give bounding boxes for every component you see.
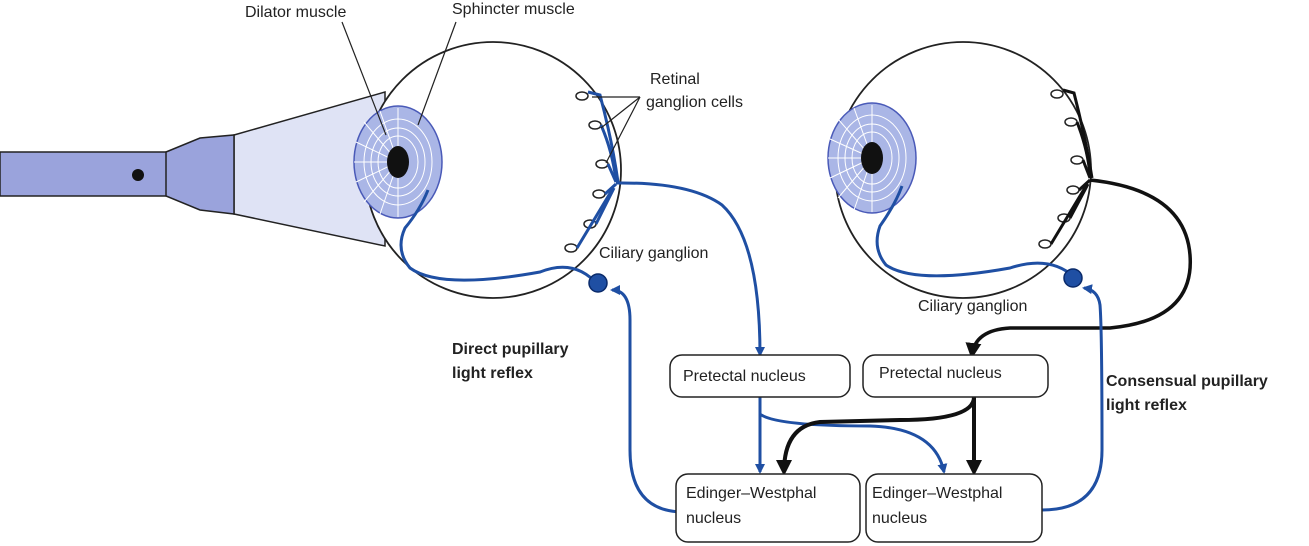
retinal-ganglion-label-2: ganglion cells [646, 94, 743, 111]
right-eye [827, 41, 1092, 299]
left-ew-nucleus-box [675, 473, 861, 543]
right-efferent-postganglionic [875, 185, 1076, 279]
left-pretectal-to-right-ew [759, 412, 948, 474]
left-ciliary-ganglion [588, 273, 608, 293]
right-iris-fibers [828, 105, 907, 212]
consensual-reflex-label-1: Consensual pupillary [1106, 373, 1268, 390]
leader-lines [341, 21, 641, 164]
retinal-ganglion-label-1: Retinal [650, 71, 700, 88]
consensual-reflex-label-2: light reflex [1106, 397, 1187, 414]
left-pupil [387, 146, 409, 178]
right-pupil [861, 142, 883, 174]
left-pretectal-label: Pretectal nucleus [683, 368, 806, 385]
left-efferent-postganglionic [399, 189, 600, 286]
right-pretectal-label: Pretectal nucleus [879, 365, 1002, 382]
flashlight-head [165, 134, 235, 215]
ciliary-ganglion-right-label: Ciliary ganglion [918, 298, 1027, 315]
right-ew-nucleus-box [865, 473, 1043, 543]
right-ew-label-1: Edinger–Westphal [872, 485, 1002, 502]
right-ew-label-2: nucleus [872, 510, 927, 527]
right-efferent-preganglionic [1041, 284, 1104, 512]
flashlight [0, 91, 386, 247]
right-retinal-fibers [1049, 88, 1094, 245]
left-ew-label-2: nucleus [686, 510, 741, 527]
direct-reflex-label-1: Direct pupillary [452, 341, 569, 358]
left-eye [353, 41, 622, 299]
right-afferent-path [965, 178, 1192, 359]
left-pretectal-nucleus-box [669, 354, 851, 398]
left-afferent-path [615, 181, 765, 357]
flashlight-button [132, 169, 144, 181]
direct-reflex-label-2: light reflex [452, 365, 533, 382]
right-pretectal-to-left-ew [776, 396, 976, 476]
sphincter-muscle-label: Sphincter muscle [452, 1, 575, 18]
right-ciliary-ganglion [1063, 268, 1083, 288]
flashlight-body [0, 151, 171, 197]
dilator-muscle-label: Dilator muscle [245, 4, 346, 21]
ciliary-ganglion-left-label: Ciliary ganglion [599, 245, 708, 262]
left-efferent-preganglionic [610, 285, 685, 514]
right-pretectal-nucleus-box [862, 354, 1049, 398]
left-ew-label-1: Edinger–Westphal [686, 485, 816, 502]
